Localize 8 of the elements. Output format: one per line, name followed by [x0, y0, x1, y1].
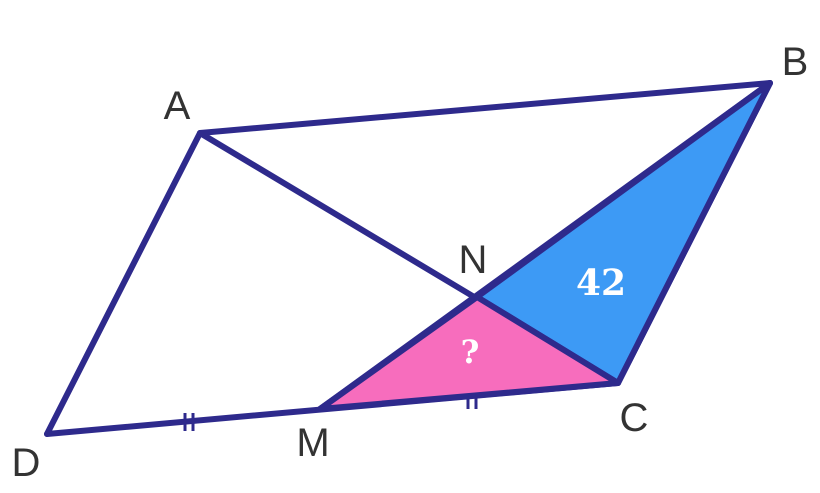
vertex-label: C: [620, 398, 648, 438]
area-value: ?: [460, 333, 480, 371]
vertex-label: A: [164, 86, 190, 126]
vertex-label: N: [458, 240, 488, 280]
vertex-label: B: [782, 42, 808, 82]
area-value: 42: [576, 262, 626, 304]
vertex-label: D: [12, 443, 40, 483]
vertex-label: M: [296, 423, 330, 463]
